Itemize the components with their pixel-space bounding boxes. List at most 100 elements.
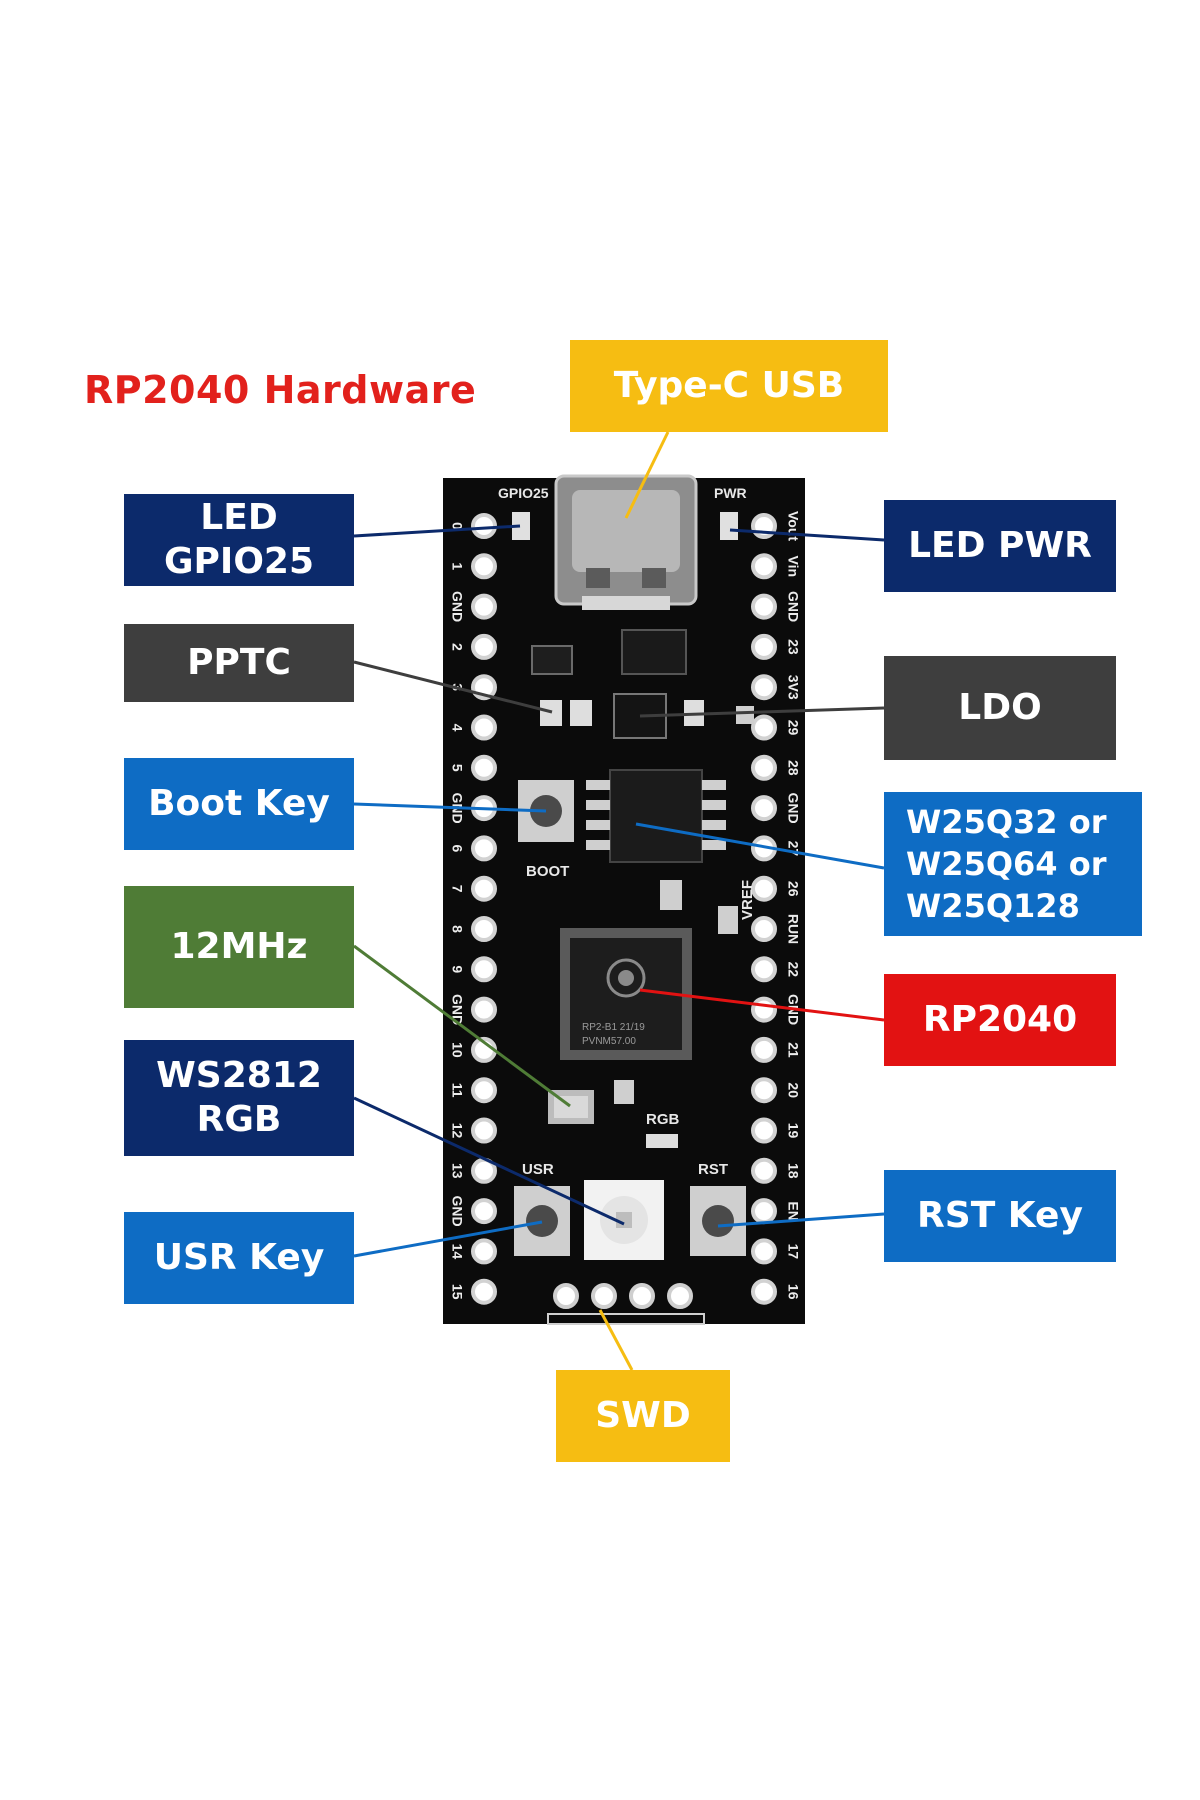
callout-ldo: LDO <box>884 656 1116 760</box>
leader-pptc <box>353 660 553 714</box>
pin-label: 15 <box>449 1284 465 1300</box>
pin-hole <box>471 1278 497 1305</box>
pin-hole <box>751 956 777 983</box>
callout-line: LED <box>200 497 278 539</box>
callout-line: RST Key <box>917 1195 1083 1237</box>
leader-boot <box>353 802 547 813</box>
pin-label: 8 <box>449 925 465 933</box>
pin-label: 23 <box>785 639 801 655</box>
led-pwr-chip <box>720 512 738 540</box>
callout-line: LED PWR <box>908 525 1092 567</box>
pin-label: 4 <box>449 724 465 732</box>
silk-rst: RST <box>698 1161 728 1178</box>
callout-line: W25Q32 or <box>906 802 1107 841</box>
callout-line: USR Key <box>153 1237 325 1279</box>
pin-label: 16 <box>785 1284 801 1300</box>
rst-button <box>690 1186 746 1256</box>
callout-type-c-usb: Type-C USB <box>570 340 888 432</box>
pin-label: 21 <box>785 1042 801 1058</box>
leader-rst <box>717 1212 885 1228</box>
pin-hole <box>751 633 777 660</box>
pin-hole <box>471 1238 497 1265</box>
pin-hole <box>471 916 497 942</box>
pin-label: GND <box>785 591 801 622</box>
pin-hole <box>751 996 777 1023</box>
pin-hole <box>471 714 497 741</box>
leader-type-c <box>624 431 670 519</box>
callout-pptc: PPTC <box>124 624 354 702</box>
pin-hole <box>751 916 777 942</box>
silk-vref: VREF <box>739 880 756 920</box>
callout-line: Type-C USB <box>613 365 845 407</box>
leader-lines <box>353 431 885 1371</box>
pin-hole <box>751 1198 777 1225</box>
pin-label: EN <box>785 1201 801 1220</box>
usb-c-connector <box>554 474 698 610</box>
pin-hole <box>471 1077 497 1104</box>
pin-hole <box>751 1278 777 1305</box>
usr-button <box>514 1186 570 1256</box>
callout-line: SWD <box>595 1395 691 1437</box>
pin-hole <box>471 633 497 660</box>
callout-swd: SWD <box>556 1370 730 1462</box>
pin-label: 10 <box>449 1042 465 1058</box>
pin-label: 2 <box>449 643 465 651</box>
leader-led-pwr <box>729 528 885 542</box>
pin-label: 6 <box>449 845 465 853</box>
callout-line: GPIO25 <box>163 541 315 582</box>
pin-hole <box>471 513 497 539</box>
silk-rgb: RGB <box>646 1111 680 1128</box>
callout-line: LDO <box>958 687 1042 729</box>
silk-gpio25: GPIO25 <box>498 485 549 501</box>
pin-label: 26 <box>785 881 801 897</box>
callout-12mhz: 12MHz <box>124 886 354 1008</box>
leader-led-gpio25 <box>353 524 521 538</box>
callout-line: W25Q64 or <box>906 844 1107 883</box>
page-title: RP2040 Hardware <box>84 368 477 412</box>
pin-hole <box>471 593 497 620</box>
pin-label: GND <box>449 994 465 1025</box>
pin-label: 0 <box>449 522 465 530</box>
pin-hole <box>471 956 497 983</box>
pin-label: 20 <box>785 1082 801 1098</box>
pin-hole <box>471 1117 497 1144</box>
pin-hole <box>471 875 497 902</box>
pin-label: 18 <box>785 1163 801 1179</box>
pin-hole <box>751 1117 777 1144</box>
pin-hole <box>751 1036 777 1063</box>
pin-hole <box>751 754 777 781</box>
pin-label: 9 <box>449 965 465 973</box>
callout-line: 12MHz <box>170 926 308 968</box>
pin-label: GND <box>785 793 801 824</box>
pin-hole <box>471 835 497 862</box>
callout-rst-key: RST Key <box>884 1170 1116 1262</box>
pin-label: GND <box>449 591 465 622</box>
pin-hole <box>471 1198 497 1225</box>
pin-label: 11 <box>449 1083 465 1098</box>
pin-label: 12 <box>449 1123 465 1139</box>
pin-label: 1 <box>449 562 465 570</box>
leader-rp2040 <box>639 988 885 1022</box>
pin-hole <box>751 714 777 741</box>
leader-ws2812 <box>353 1096 625 1226</box>
right-pin-labels: VoutVinGND233V32928GND2726RUN22GND212019… <box>785 511 801 1300</box>
pin-label: 14 <box>449 1244 465 1260</box>
pin-hole <box>751 593 777 620</box>
ws2812-led <box>584 1180 664 1260</box>
callout-line: Boot Key <box>148 783 330 825</box>
callout-line: WS2812 <box>156 1055 322 1097</box>
pin-hole <box>751 1238 777 1265</box>
callout-line: RGB <box>196 1099 282 1140</box>
pin-label: 29 <box>785 720 801 736</box>
led-gpio25-chip <box>512 512 530 540</box>
leader-12mhz <box>353 944 571 1108</box>
callout-usr-key: USR Key <box>124 1212 354 1304</box>
callout-rp2040: RP2040 <box>884 974 1116 1066</box>
callout-line: PPTC <box>187 642 291 684</box>
pin-label: Vin <box>785 556 801 578</box>
swd-pads <box>547 1283 705 1325</box>
pin-hole <box>471 996 497 1023</box>
